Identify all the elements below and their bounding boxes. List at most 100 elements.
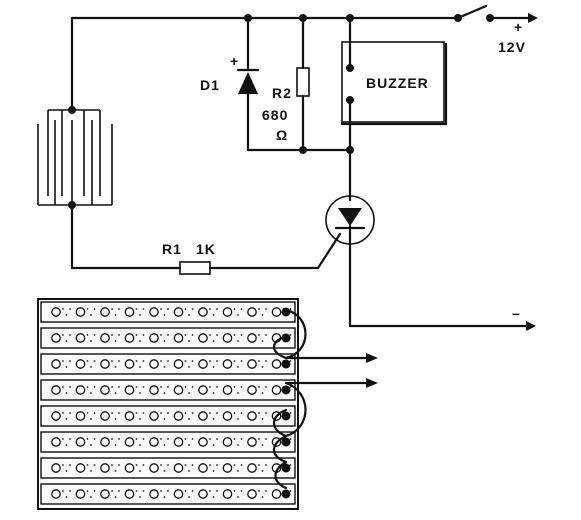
stripboard bbox=[37, 298, 299, 510]
strip-speckle bbox=[93, 386, 96, 388]
copper-strip bbox=[40, 353, 296, 375]
strip-speckle bbox=[62, 334, 64, 336]
strip-speckle bbox=[62, 464, 64, 466]
strip-speckle bbox=[118, 360, 120, 362]
strip-hole bbox=[198, 411, 208, 421]
strip-speckle bbox=[209, 334, 211, 336]
strip-hole bbox=[222, 359, 233, 369]
strip-speckle bbox=[139, 470, 141, 472]
strip-hole bbox=[124, 333, 135, 343]
strip-hole bbox=[100, 437, 110, 447]
strip-speckle bbox=[258, 334, 260, 336]
strip-speckle bbox=[188, 314, 190, 316]
strip-solder-joint bbox=[281, 359, 291, 369]
strip-speckle bbox=[233, 490, 236, 492]
strip-speckle bbox=[216, 412, 218, 414]
strip-speckle bbox=[184, 412, 187, 414]
strip-hole bbox=[149, 333, 159, 343]
strip-speckle bbox=[265, 334, 267, 336]
strip-speckle bbox=[142, 360, 145, 362]
strip-speckle bbox=[114, 392, 117, 394]
strip-speckle bbox=[191, 412, 194, 414]
strip-speckle bbox=[167, 386, 169, 388]
strip-speckle bbox=[118, 386, 120, 388]
strip-speckle bbox=[209, 412, 211, 414]
strip-speckle bbox=[111, 412, 113, 414]
strip-speckle bbox=[240, 334, 243, 336]
strip-speckle bbox=[86, 438, 89, 440]
strip-hole bbox=[173, 359, 184, 369]
strip-hole bbox=[75, 437, 86, 447]
strip-speckle bbox=[188, 470, 190, 472]
strip-hole bbox=[198, 307, 208, 317]
strip-hole bbox=[173, 437, 184, 447]
strip-speckle bbox=[90, 392, 92, 394]
strip-speckle bbox=[65, 496, 68, 498]
strip-speckle bbox=[261, 392, 264, 394]
strip-speckle bbox=[212, 444, 215, 446]
strip-hole bbox=[222, 333, 233, 343]
strip-speckle bbox=[191, 386, 194, 388]
strip-speckle bbox=[163, 392, 166, 394]
strip-speckle bbox=[209, 490, 211, 492]
strip-speckle bbox=[216, 308, 218, 310]
strip-speckle bbox=[135, 360, 138, 362]
strip-speckle bbox=[209, 386, 211, 388]
strip-speckle bbox=[237, 418, 239, 420]
strip-hole bbox=[247, 333, 257, 343]
diode-d1 bbox=[236, 16, 260, 152]
strip-speckle bbox=[93, 464, 96, 466]
resistor1-label: R1 bbox=[162, 241, 182, 257]
strip-hole bbox=[222, 437, 233, 447]
strip-speckle bbox=[69, 308, 71, 310]
strip-speckle bbox=[258, 438, 260, 440]
strip-solder-joint bbox=[281, 411, 291, 421]
strip-speckle bbox=[209, 464, 211, 466]
strip-speckle bbox=[188, 340, 190, 342]
strip-hole bbox=[51, 437, 61, 447]
copper-strip bbox=[40, 457, 296, 479]
strip-speckle bbox=[233, 438, 236, 440]
strip-speckle bbox=[111, 490, 113, 492]
strip-speckle bbox=[240, 490, 243, 492]
strip-solder-joint bbox=[281, 489, 291, 499]
strip-speckle bbox=[160, 438, 162, 440]
strip-speckle bbox=[142, 334, 145, 336]
strip-speckle bbox=[69, 490, 71, 492]
strip-speckle bbox=[163, 340, 166, 342]
strip-speckle bbox=[258, 490, 260, 492]
strip-speckle bbox=[265, 438, 267, 440]
diode-polarity-label: + bbox=[230, 53, 239, 69]
resistor-r1 bbox=[70, 203, 320, 275]
strip-speckle bbox=[86, 308, 89, 310]
strip-speckle bbox=[209, 438, 211, 440]
strip-hole bbox=[271, 359, 282, 369]
strip-hole bbox=[124, 307, 135, 317]
strip-speckle bbox=[160, 386, 162, 388]
strip-hole bbox=[271, 307, 282, 317]
strip-hole bbox=[100, 333, 110, 343]
strip-speckle bbox=[289, 412, 292, 414]
strip-hole bbox=[124, 359, 135, 369]
strip-speckle bbox=[69, 412, 71, 414]
strip-speckle bbox=[114, 418, 117, 420]
strip-hole bbox=[173, 489, 184, 499]
strip-hole bbox=[222, 385, 233, 395]
strip-speckle bbox=[86, 490, 89, 492]
strip-speckle bbox=[191, 490, 194, 492]
strip-speckle bbox=[209, 308, 211, 310]
strip-hole bbox=[173, 307, 184, 317]
strip-speckle bbox=[237, 496, 239, 498]
supply-minus-label: – bbox=[512, 305, 521, 321]
strip-speckle bbox=[237, 470, 239, 472]
strip-speckle bbox=[289, 490, 292, 492]
strip-speckle bbox=[289, 360, 292, 362]
strip-speckle bbox=[65, 444, 68, 446]
stripboard-leads bbox=[272, 308, 378, 490]
thyristor-scr bbox=[316, 148, 536, 331]
strip-hole bbox=[247, 437, 257, 447]
resistor-r2 bbox=[296, 16, 310, 152]
strip-speckle bbox=[167, 412, 169, 414]
strip-speckle bbox=[237, 340, 239, 342]
